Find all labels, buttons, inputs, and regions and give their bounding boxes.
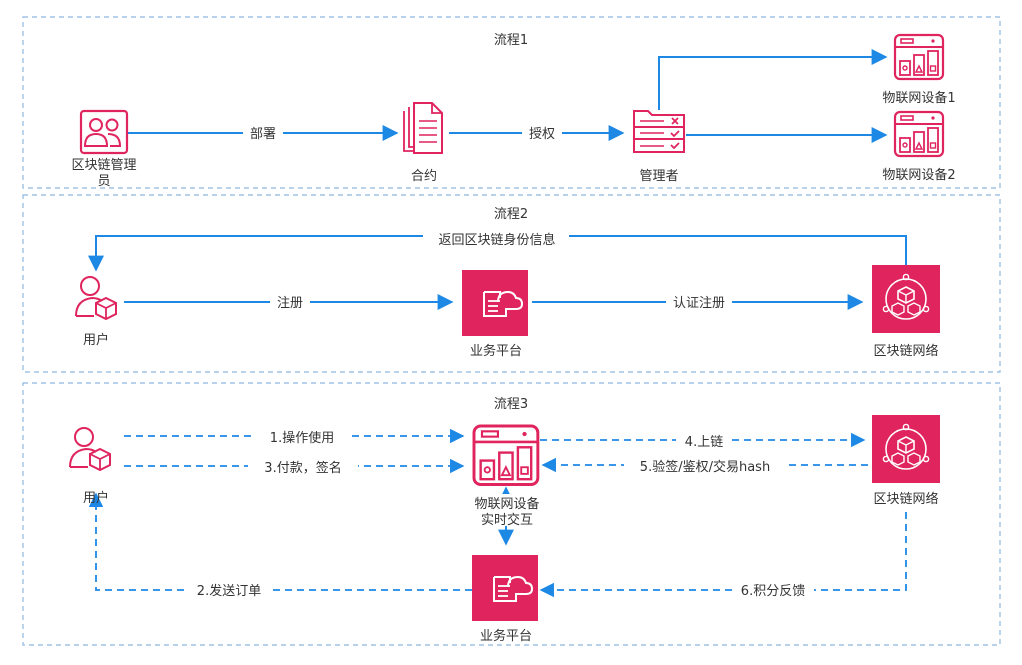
edge-6-label: 6.积分反馈	[741, 584, 805, 599]
device1-label: 物联网设备1	[882, 90, 955, 106]
device-label-line2: 实时交互	[481, 512, 533, 528]
flow2-user-label: 用户	[83, 332, 109, 348]
flow3-chain-label: 区块链网络	[873, 491, 938, 507]
device2-label: 物联网设备2	[882, 167, 955, 183]
blockchain-network-icon	[871, 414, 941, 484]
device-label-line1: 物联网设备	[474, 496, 539, 512]
flow3-title: 流程3	[494, 397, 528, 412]
manager-icon	[633, 110, 685, 153]
admin-icon	[79, 109, 129, 155]
manager-label: 管理者	[639, 169, 678, 184]
admin-label-line1: 区块链管理	[71, 158, 136, 173]
flow1-title: 流程1	[494, 33, 528, 48]
edge-register-label: 注册	[277, 296, 303, 311]
platform-icon	[471, 554, 539, 622]
edge-3-label: 3.付款，签名	[264, 460, 341, 476]
edge-2-label: 2.发送订单	[197, 583, 261, 599]
flow2-chain-label: 区块链网络	[873, 343, 938, 359]
platform-icon	[461, 269, 529, 337]
flow3-user-label: 用户	[83, 490, 109, 506]
flow3-platform-label: 业务平台	[480, 628, 532, 644]
flow1-border	[22, 16, 1001, 189]
user-icon	[75, 276, 117, 320]
edge-points-feedback	[539, 512, 907, 598]
edge-4-label: 4.上链	[685, 435, 723, 450]
contract-icon	[403, 102, 443, 154]
edge-send-order	[88, 492, 472, 591]
edge-return-identity-label: 返回区块链身份信息	[438, 232, 555, 248]
edge-1-label: 1.操作使用	[270, 430, 334, 446]
user-icon	[69, 427, 111, 471]
admin-label-line2: 员	[97, 174, 110, 189]
iot-device2-icon	[893, 110, 945, 158]
flow2-platform-label: 业务平台	[470, 343, 522, 359]
blockchain-network-icon	[871, 264, 941, 334]
flow3-border	[22, 382, 1001, 646]
flow2-border	[22, 194, 1001, 373]
iot-device-icon	[472, 424, 540, 486]
edge-manager-device1	[658, 49, 888, 110]
iot-device1-icon	[893, 33, 945, 81]
edge-verify-register-label: 认证注册	[673, 296, 725, 311]
edge-authorize-label: 授权	[529, 126, 555, 142]
edge-deploy-label: 部署	[250, 127, 276, 142]
flow2-title: 流程2	[494, 207, 528, 222]
contract-label: 合约	[411, 169, 437, 184]
edge-5-label: 5.验签/鉴权/交易hash	[640, 459, 770, 475]
